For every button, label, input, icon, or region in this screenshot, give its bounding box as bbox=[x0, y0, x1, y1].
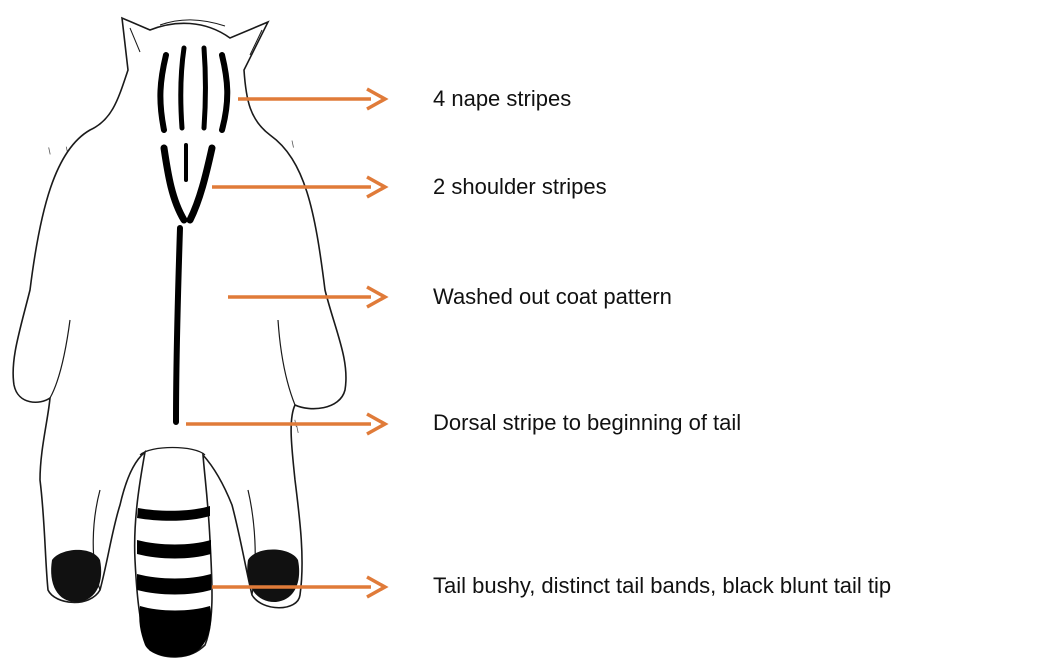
annotation-dorsal-stripe: Dorsal stripe to beginning of tail bbox=[433, 410, 741, 436]
annotation-shoulder-stripes: 2 shoulder stripes bbox=[433, 174, 607, 200]
arrow-nape bbox=[238, 89, 385, 109]
annotation-tail: Tail bushy, distinct tail bands, black b… bbox=[433, 573, 891, 599]
annotation-coat-pattern: Washed out coat pattern bbox=[433, 284, 672, 310]
annotation-nape-stripes: 4 nape stripes bbox=[433, 86, 571, 112]
